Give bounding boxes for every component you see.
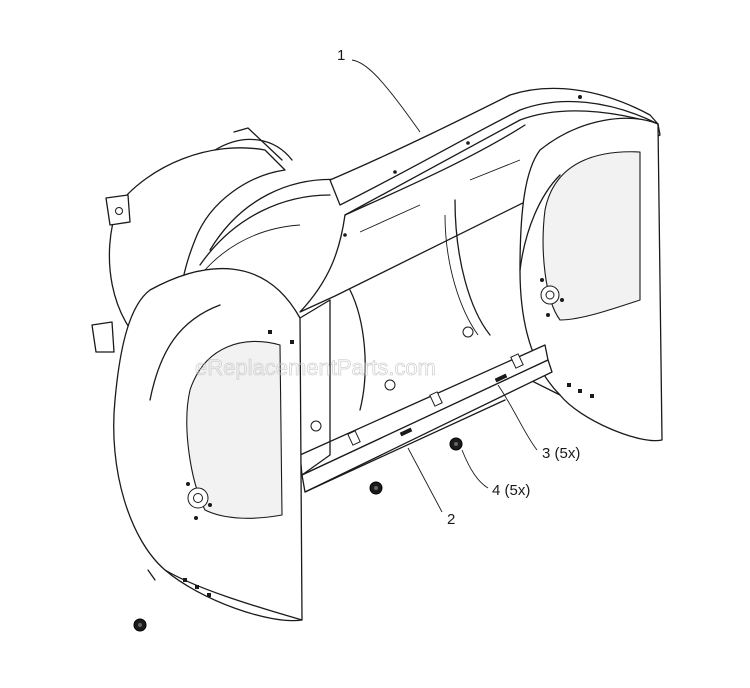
callout-4: 4 (5x) xyxy=(492,482,530,499)
callout-1: 1 xyxy=(337,47,345,64)
leader-lines xyxy=(351,59,538,513)
callout-3: 3 (5x) xyxy=(542,445,580,462)
callout-2: 2 xyxy=(447,511,455,528)
left-side-plate xyxy=(113,267,331,622)
right-side-plate xyxy=(519,117,663,442)
back-wall xyxy=(310,199,491,432)
mounting-tab-lower xyxy=(91,321,115,353)
watermark: eReplacementParts.com xyxy=(195,355,436,380)
nuts xyxy=(133,437,463,632)
